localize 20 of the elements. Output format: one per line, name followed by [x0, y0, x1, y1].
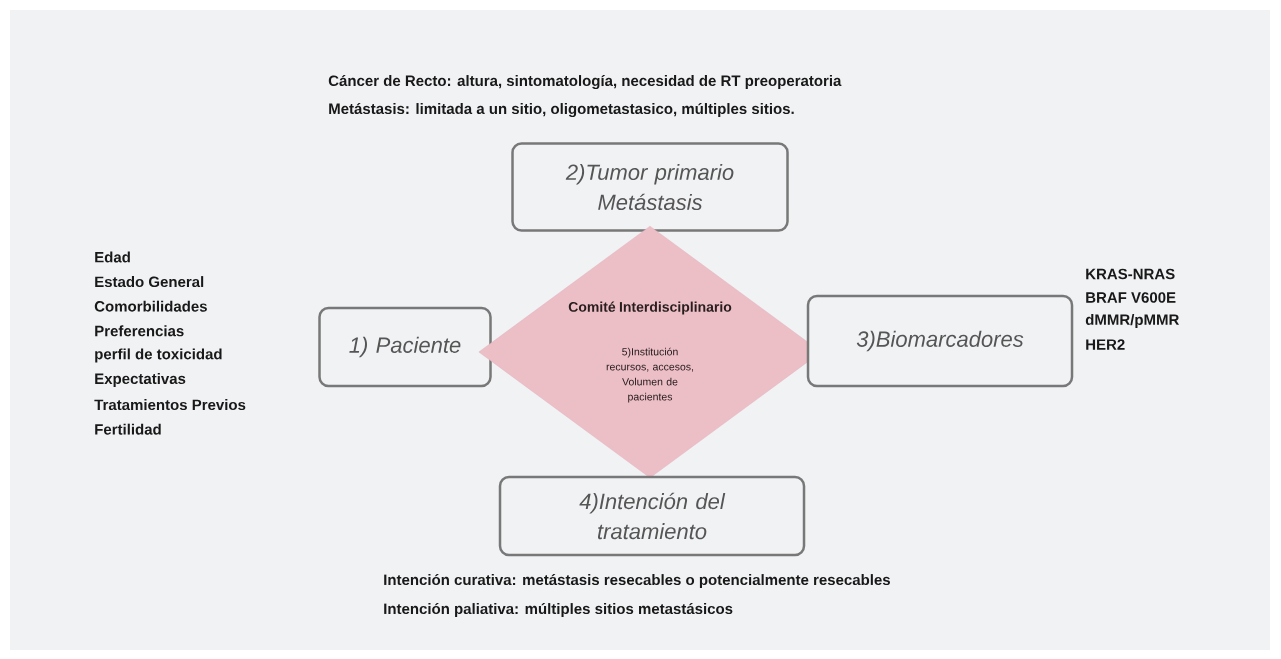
side-text: Tratamientos Previos: [94, 399, 246, 411]
process-box: 3)Biomarcadores: [806, 294, 1074, 388]
side-text: Cáncer de Recto: altura, sintomatología, necesidad de RT preoperatoria: [328, 74, 842, 90]
side-text: Intención curativa: metástasis resecables o potencialmente resecables: [384, 573, 890, 589]
process-box: 4)Intención del tratamiento: [498, 475, 806, 557]
side-text: Edad: [95, 251, 130, 263]
side-text: perfil de toxicidad: [95, 348, 222, 363]
side-text: Fertilidad: [95, 423, 161, 435]
side-text: Expectativas: [95, 373, 186, 387]
side-text: HER2: [1086, 339, 1125, 350]
process-box: 1) Paciente: [318, 306, 492, 388]
side-text: Metástasis: limitada a un sitio, oligometastasico, múltiples sitios.: [329, 102, 794, 118]
side-text: Preferencias: [95, 325, 184, 337]
side-text: KRAS-NRAS: [1086, 268, 1175, 280]
side-text: BRAF V600E: [1086, 292, 1176, 303]
side-text: Estado General: [95, 276, 204, 288]
side-text: Intención paliativa: múltiples sitios metastásicos: [384, 602, 733, 618]
side-text: dMMR/pMMR: [1085, 314, 1180, 328]
side-text: Comorbilidades: [94, 300, 207, 312]
process-box: 2)Tumor primario Metástasis: [511, 142, 789, 232]
